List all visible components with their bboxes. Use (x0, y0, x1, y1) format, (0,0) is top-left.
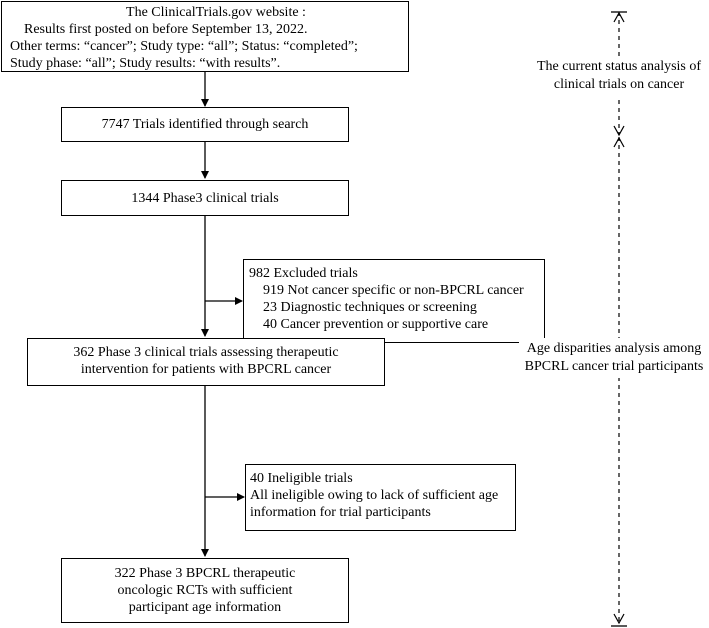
ineligible-box: 40 Ineligible trials All ineligible owin… (245, 464, 516, 531)
therapeutic-line-1: 362 Phase 3 clinical trials assessing th… (73, 345, 339, 360)
age-bracket-arrow-up (613, 136, 625, 148)
age-analysis-label: Age disparities analysis among BPCRL can… (519, 338, 709, 378)
source-line-3: Other terms: “cancer”; Study type: “all”… (10, 39, 358, 54)
therapeutic-line-2: intervention for patients with BPCRL can… (80, 362, 332, 377)
excluded-box: 982 Excluded trials 919 Not cancer speci… (243, 259, 545, 343)
phase3-box: 1344 Phase3 clinical trials (61, 180, 349, 216)
therapeutic-box: 362 Phase 3 clinical trials assessing th… (27, 338, 385, 386)
source-box: The ClinicalTrials.gov website : Results… (1, 1, 409, 72)
final-line-1: 322 Phase 3 BPCRL therapeutic (114, 566, 296, 581)
status-analysis-label: The current status analysis of clinical … (524, 56, 709, 96)
excluded-title: 982 Excluded trials (249, 266, 358, 281)
identified-text: 7747 Trials identified through search (101, 117, 309, 132)
age-bracket-arrow-down (613, 613, 625, 625)
source-line-4: Study phase: “all”; Study results: “with… (10, 56, 281, 71)
excluded-item-1: 919 Not cancer specific or non-BPCRL can… (263, 283, 524, 298)
age-analysis-line-1: Age disparities analysis among (526, 341, 702, 356)
status-analysis-line-1: The current status analysis of (536, 59, 702, 74)
final-box: 322 Phase 3 BPCRL therapeutic oncologic … (61, 558, 349, 623)
age-analysis-line-2: BPCRL cancer trial participants (524, 359, 704, 374)
status-analysis-line-2: clinical trials on cancer (553, 77, 685, 92)
ineligible-title: 40 Ineligible trials (250, 471, 353, 486)
final-line-3: participant age information (128, 600, 282, 615)
status-bracket-arrow-down (613, 125, 625, 137)
excluded-item-2: 23 Diagnostic techniques or screening (263, 300, 477, 315)
identified-box: 7747 Trials identified through search (61, 107, 349, 142)
status-bracket-arrow-up (613, 11, 625, 23)
excluded-item-3: 40 Cancer prevention or supportive care (263, 317, 489, 332)
ineligible-line-3: information for trial participants (250, 505, 431, 520)
phase3-text: 1344 Phase3 clinical trials (131, 191, 279, 206)
final-line-2: oncologic RCTs with sufficient (117, 583, 293, 598)
source-line-2: Results first posted on before September… (24, 22, 308, 37)
source-line-1: The ClinicalTrials.gov website : (126, 5, 306, 20)
ineligible-line-2: All ineligible owing to lack of sufficie… (250, 488, 499, 503)
